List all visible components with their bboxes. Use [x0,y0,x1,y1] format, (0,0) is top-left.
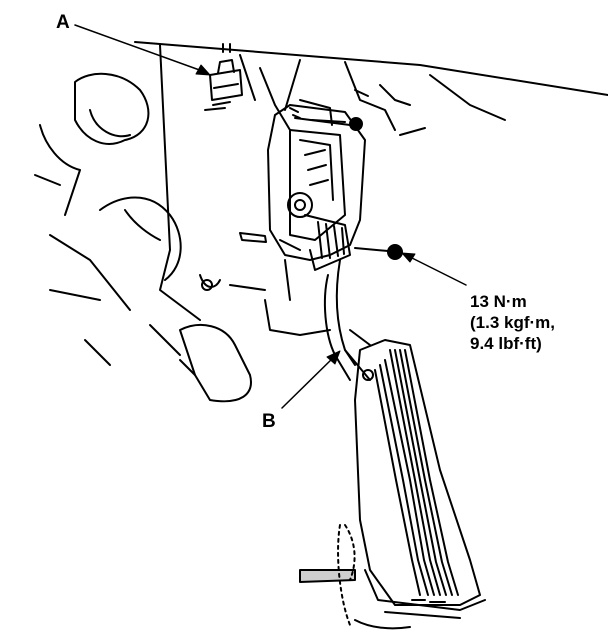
mounting-bolts [239,107,403,260]
firewall-outline [134,41,608,321]
pedal-pad [354,339,486,619]
connector-a [204,43,243,111]
pedal-arm [323,259,371,381]
torque-lbf-label: 9.4 lbf·ft) [470,334,542,353]
left-bracket [34,72,266,403]
callout-a-label: A [56,12,70,33]
torque-value-label: 13 N·m [470,292,527,311]
floor-shadow [299,524,411,630]
pedal-module [264,99,366,336]
leader-lines [74,24,467,409]
torque-kgf-label: (1.3 kgf·m, [470,313,555,332]
callout-b-label: B [262,411,276,432]
